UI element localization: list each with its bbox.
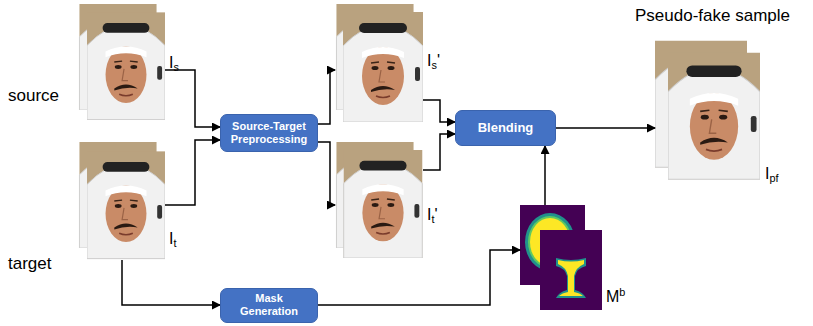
image-symbol: Is xyxy=(169,54,179,74)
flow-arrow xyxy=(423,134,455,170)
processed-target-node: It' xyxy=(335,142,423,258)
box-label: Blending xyxy=(478,120,534,136)
flow-arrow xyxy=(423,100,455,122)
output-image-node: Pseudo-fake sampleIpf xyxy=(655,40,760,180)
flow-arrow xyxy=(544,146,546,205)
processed-target-image xyxy=(336,142,422,258)
flow-arrow xyxy=(318,142,335,205)
image-symbol: It xyxy=(169,230,176,250)
input-label: target xyxy=(8,254,51,274)
target-image xyxy=(79,142,165,259)
process-box: Mask Generation xyxy=(220,288,318,323)
input-label: source xyxy=(8,86,59,106)
source-image xyxy=(79,4,165,120)
box-label: Source-Target Preprocessing xyxy=(225,120,313,146)
mask-image-node: Mb xyxy=(520,205,602,310)
source-image-node: Is xyxy=(78,4,165,120)
box-label: Mask Generation xyxy=(225,292,313,318)
image-symbol: Mb xyxy=(606,287,625,306)
image-symbol: It' xyxy=(427,206,438,226)
flow-arrow xyxy=(318,70,335,124)
processed-source-node: Is' xyxy=(335,4,423,122)
flow-arrow xyxy=(556,127,655,129)
target-image-node: It xyxy=(78,142,165,260)
image-symbol: Ipf xyxy=(765,165,779,185)
processed-source-image xyxy=(336,4,423,122)
process-box: Blending xyxy=(455,110,556,146)
pseudo-fake-image xyxy=(655,41,760,180)
image-heading: Pseudo-fake sample xyxy=(635,7,790,26)
flow-arrow xyxy=(165,140,220,205)
blend-mask-images xyxy=(520,205,602,310)
flow-arrow xyxy=(318,250,520,305)
flow-arrow xyxy=(165,70,220,127)
image-symbol: Is' xyxy=(427,52,440,72)
flow-arrow xyxy=(122,260,220,305)
process-box: Source-Target Preprocessing xyxy=(220,114,318,152)
